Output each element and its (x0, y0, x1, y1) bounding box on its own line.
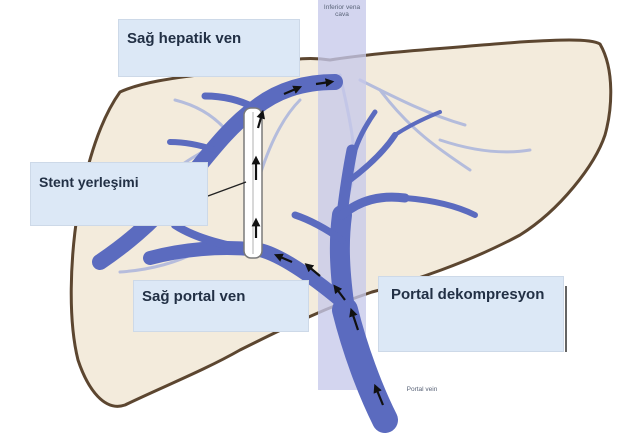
decompression-callout: Portal dekompresyon (378, 276, 564, 352)
stent-callout: Stent yerleşimi (30, 162, 208, 226)
right-portal-vein-label: Sağ portal ven (142, 288, 308, 307)
hepatic-vein-label: Sağ hepatik ven (127, 30, 299, 49)
right-portal-vein-callout: Sağ portal ven (133, 280, 309, 332)
hepatic-vein-callout: Sağ hepatik ven (118, 19, 300, 77)
stent (244, 108, 262, 258)
ivc-label: Inferior vena cava (318, 4, 366, 19)
portal-vein-label: Portal vein (404, 386, 440, 393)
stent-label: Stent yerleşimi (39, 174, 207, 192)
decompression-label: Portal dekompresyon (391, 286, 563, 305)
